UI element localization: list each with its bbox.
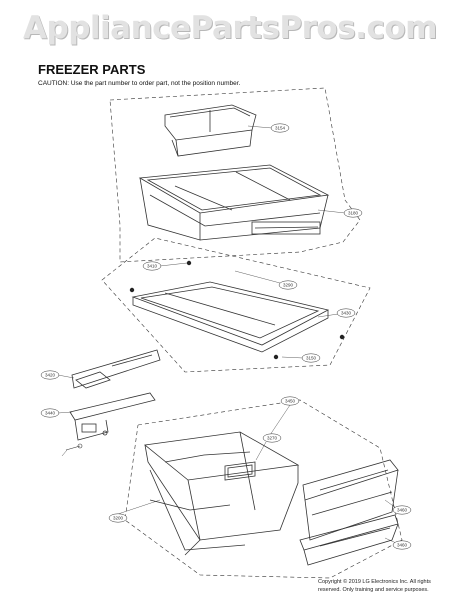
page-title: FREEZER PARTS [38,62,146,77]
callout-3290: 3290 [278,280,298,290]
copyright-line-2: reserved. Only training and service purp… [318,587,429,593]
lower-drawer-group-outline [124,399,403,579]
svg-text:3270: 3270 [267,436,278,441]
rail-bracket-part [69,392,156,441]
caution-note: CAUTION: Use the part number to order pa… [38,80,241,87]
callout-leader-lines [57,125,397,544]
site-watermark-banner: AppliancePartsPros.com [0,0,460,56]
copyright-line-1: Copyright © 2019 LG Electronics Inc. All… [318,579,431,585]
lower-drawer-part [144,431,300,556]
svg-text:3420: 3420 [45,373,56,378]
right-rail-lower-part [299,514,399,566]
callout-3200: 3200 [108,513,128,523]
callout-3460-lower: 3460 [392,540,412,550]
freezer-shelf-part [131,281,330,353]
svg-text:3290: 3290 [283,283,294,288]
svg-text:3150: 3150 [306,356,317,361]
right-rail-upper-part [302,459,399,541]
upper-drawer-group-outline [109,87,361,263]
left-slide-rail-part [71,349,161,389]
shelf-screws [129,260,345,360]
svg-text:3440: 3440 [45,411,56,416]
shelf-group-outline [101,237,371,373]
callout-3440: 3440 [40,408,60,418]
callout-3154: 3154 [270,123,290,133]
upper-drawer-part [138,164,330,241]
callout-3180: 3180 [343,208,363,218]
svg-text:3154: 3154 [275,126,286,131]
callout-3270: 3270 [262,433,282,443]
copyright-notice: Copyright © 2019 LG Electronics Inc. All… [318,578,458,594]
callout-3150: 3150 [301,353,321,363]
callout-labels: 3154 3180 3410 3290 3430 3150 3420 3440 … [40,123,412,550]
callout-3460-upper: 3460 [392,505,412,515]
svg-text:3430: 3430 [341,311,352,316]
svg-text:3450: 3450 [285,399,296,404]
callout-3410: 3410 [142,261,162,271]
svg-text:3200: 3200 [113,516,124,521]
svg-text:3180: 3180 [348,211,359,216]
svg-text:3460: 3460 [397,508,408,513]
svg-text:3410: 3410 [147,264,158,269]
callout-3430: 3430 [336,308,356,318]
callout-3450: 3450 [280,396,300,406]
site-watermark-text: AppliancePartsPros.com [23,10,437,46]
callout-3420: 3420 [40,370,60,380]
svg-text:3460: 3460 [397,543,408,548]
bracket-screw [65,443,83,451]
small-tray-part [164,104,257,157]
